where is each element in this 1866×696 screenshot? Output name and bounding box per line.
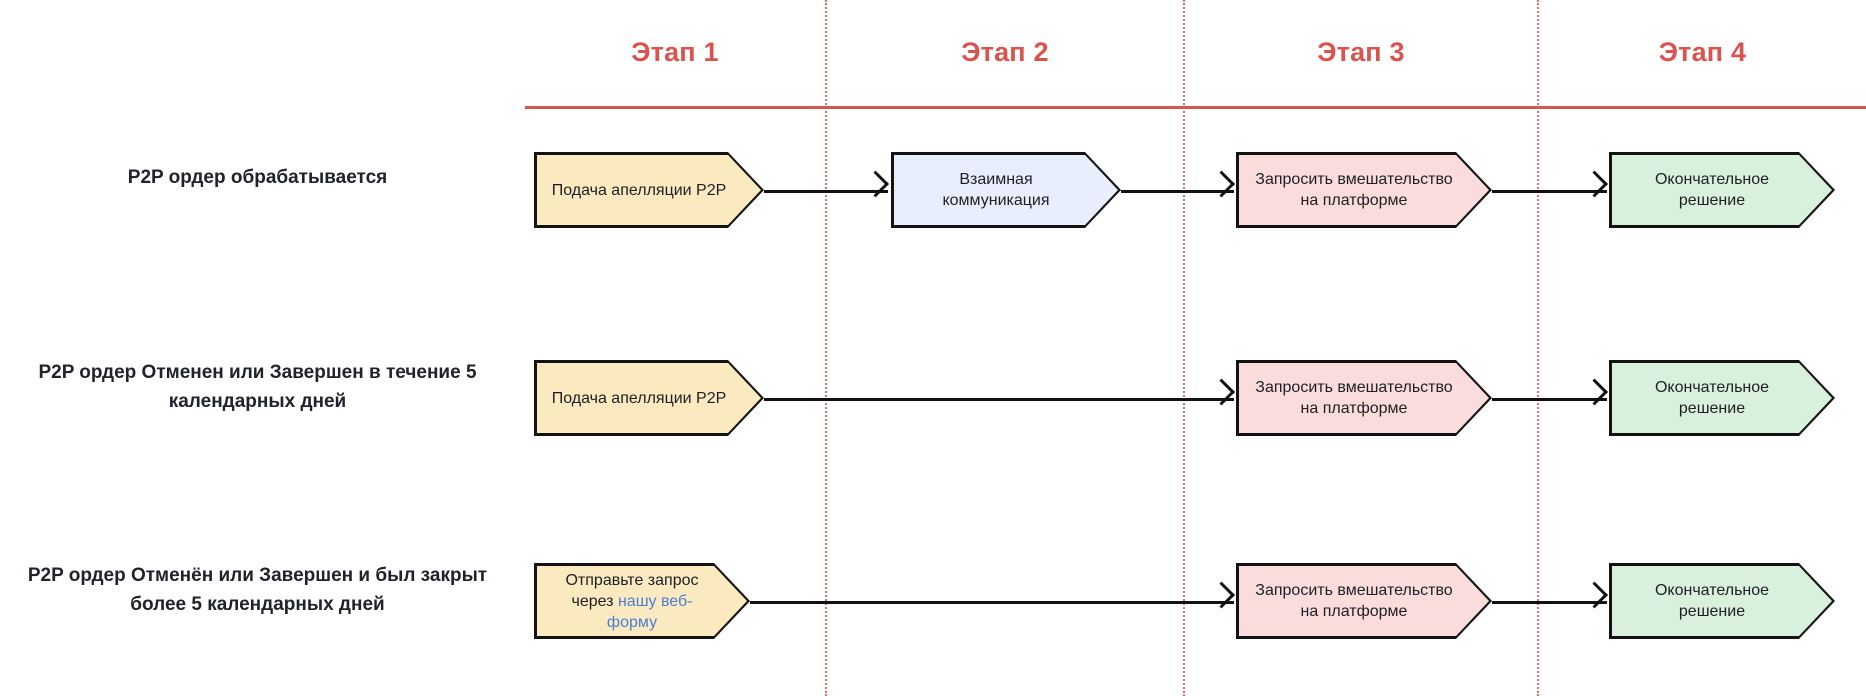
step-box-label: Запросить вмешательство на платформе	[1250, 377, 1458, 419]
step-box-fill	[894, 155, 1118, 225]
step-box-fill	[537, 566, 747, 636]
step-box-label-line-1: Окончательное	[1654, 171, 1770, 188]
row-label-2: P2P ордер Отменен или Завершен в течение…	[0, 358, 515, 416]
connector-arrow-r1-3	[1492, 190, 1607, 193]
step-box-label-line-2: на платформе	[1300, 400, 1408, 417]
row-label-3-line-1: P2P ордер Отменён или Завершен и был зак…	[27, 565, 488, 586]
step-box-final-decision-row2[interactable]: Окончательное решение	[1609, 360, 1835, 436]
step-box-fill	[1612, 566, 1832, 636]
step-box-label-line-1: Отправьте запрос	[565, 571, 699, 589]
step-box-label-line-2: через нашу веб-форму	[548, 591, 716, 633]
stage-header-2: Этап 2	[961, 37, 1049, 67]
step-box-submit-appeal-row1[interactable]: Подача апелляции P2P	[534, 152, 764, 228]
connector-arrow-r3-1	[750, 601, 1234, 604]
step-box-label-line-2: решение	[1678, 192, 1746, 209]
step-box-label: Подача апелляции P2P	[551, 389, 727, 407]
step-box-label: Окончательное решение	[1623, 169, 1801, 211]
connector-arrow-r2-2	[1492, 398, 1607, 401]
step-box-final-decision-row3[interactable]: Окончательное решение	[1609, 563, 1835, 639]
stage-divider-1	[825, 0, 827, 696]
step-box-fill	[1239, 363, 1489, 433]
step-box-label-line-2: коммуникация	[942, 192, 1050, 209]
step-box-label: Окончательное решение	[1623, 580, 1801, 622]
step-box-label-line-2: решение	[1678, 603, 1746, 620]
step-box-label-line-1: Окончательное	[1654, 379, 1770, 396]
step-box-request-intervention-row2[interactable]: Запросить вмешательство на платформе	[1236, 360, 1492, 436]
step-box-label: Подача апелляции P2P	[551, 181, 727, 199]
row-label-2-line-1: P2P ордер Отменен или Завершен в течение…	[38, 362, 477, 383]
connector-arrow-r1-2	[1121, 190, 1234, 193]
connector-arrow-r2-1	[764, 398, 1234, 401]
webform-link[interactable]: нашу веб-форму	[606, 592, 693, 631]
row-label-2-line-2: календарных дней	[168, 391, 347, 412]
step-box-fill	[537, 363, 761, 433]
step-box-label: Взаимная коммуникация	[905, 169, 1087, 211]
step-box-label-line-1: Запросить вмешательство	[1255, 171, 1453, 188]
row-label-1-line-1: P2P ордер обрабатывается	[127, 167, 388, 188]
step-box-request-intervention-row1[interactable]: Запросить вмешательство на платформе	[1236, 152, 1492, 228]
connector-arrow-r1-1	[764, 190, 888, 193]
connector-arrow-r3-2	[1492, 601, 1607, 604]
step-box-final-decision-row1[interactable]: Окончательное решение	[1609, 152, 1835, 228]
step-box-request-intervention-row3[interactable]: Запросить вмешательство на платформе	[1236, 563, 1492, 639]
stage-divider-2	[1183, 0, 1185, 696]
stage-header-3: Этап 3	[1317, 37, 1405, 67]
step-box-label: Запросить вмешательство на платформе	[1250, 169, 1458, 211]
stage-header-rule	[525, 106, 1866, 109]
webform-prefix-text: через	[571, 592, 618, 610]
step-box-fill	[1612, 363, 1832, 433]
stage-header-4: Этап 4	[1658, 37, 1747, 67]
row-label-1: P2P ордер обрабатывается	[0, 163, 515, 192]
step-box-fill	[1612, 155, 1832, 225]
step-box-label: Окончательное решение	[1623, 377, 1801, 419]
step-box-label: Запросить вмешательство на платформе	[1250, 580, 1458, 622]
step-box-mutual-communication-row1[interactable]: Взаимная коммуникация	[891, 152, 1121, 228]
step-box-submit-appeal-row2[interactable]: Подача апелляции P2P	[534, 360, 764, 436]
step-box-label-line-2: решение	[1678, 400, 1746, 417]
step-box-label-line-1: Запросить вмешательство	[1255, 379, 1453, 396]
step-box-fill	[1239, 566, 1489, 636]
step-box-fill	[1239, 155, 1489, 225]
step-box-label-line-1: Окончательное	[1654, 582, 1770, 599]
step-box-label: Отправьте запрос через нашу веб-форму	[548, 570, 716, 633]
step-box-label-line-1: Запросить вмешательство	[1255, 582, 1453, 599]
row-label-3-line-2: более 5 календарных дней	[130, 594, 385, 615]
stage-header-1: Этап 1	[631, 37, 719, 67]
stage-divider-3	[1537, 0, 1539, 696]
step-box-label-line-1: Взаимная	[959, 171, 1033, 188]
step-box-webform-row3[interactable]: Отправьте запрос через нашу веб-форму	[534, 563, 750, 639]
row-label-3: P2P ордер Отменён или Завершен и был зак…	[0, 561, 515, 619]
step-box-fill	[537, 155, 761, 225]
step-box-label-line-2: на платформе	[1300, 603, 1408, 620]
step-box-label-line-2: на платформе	[1300, 192, 1408, 209]
